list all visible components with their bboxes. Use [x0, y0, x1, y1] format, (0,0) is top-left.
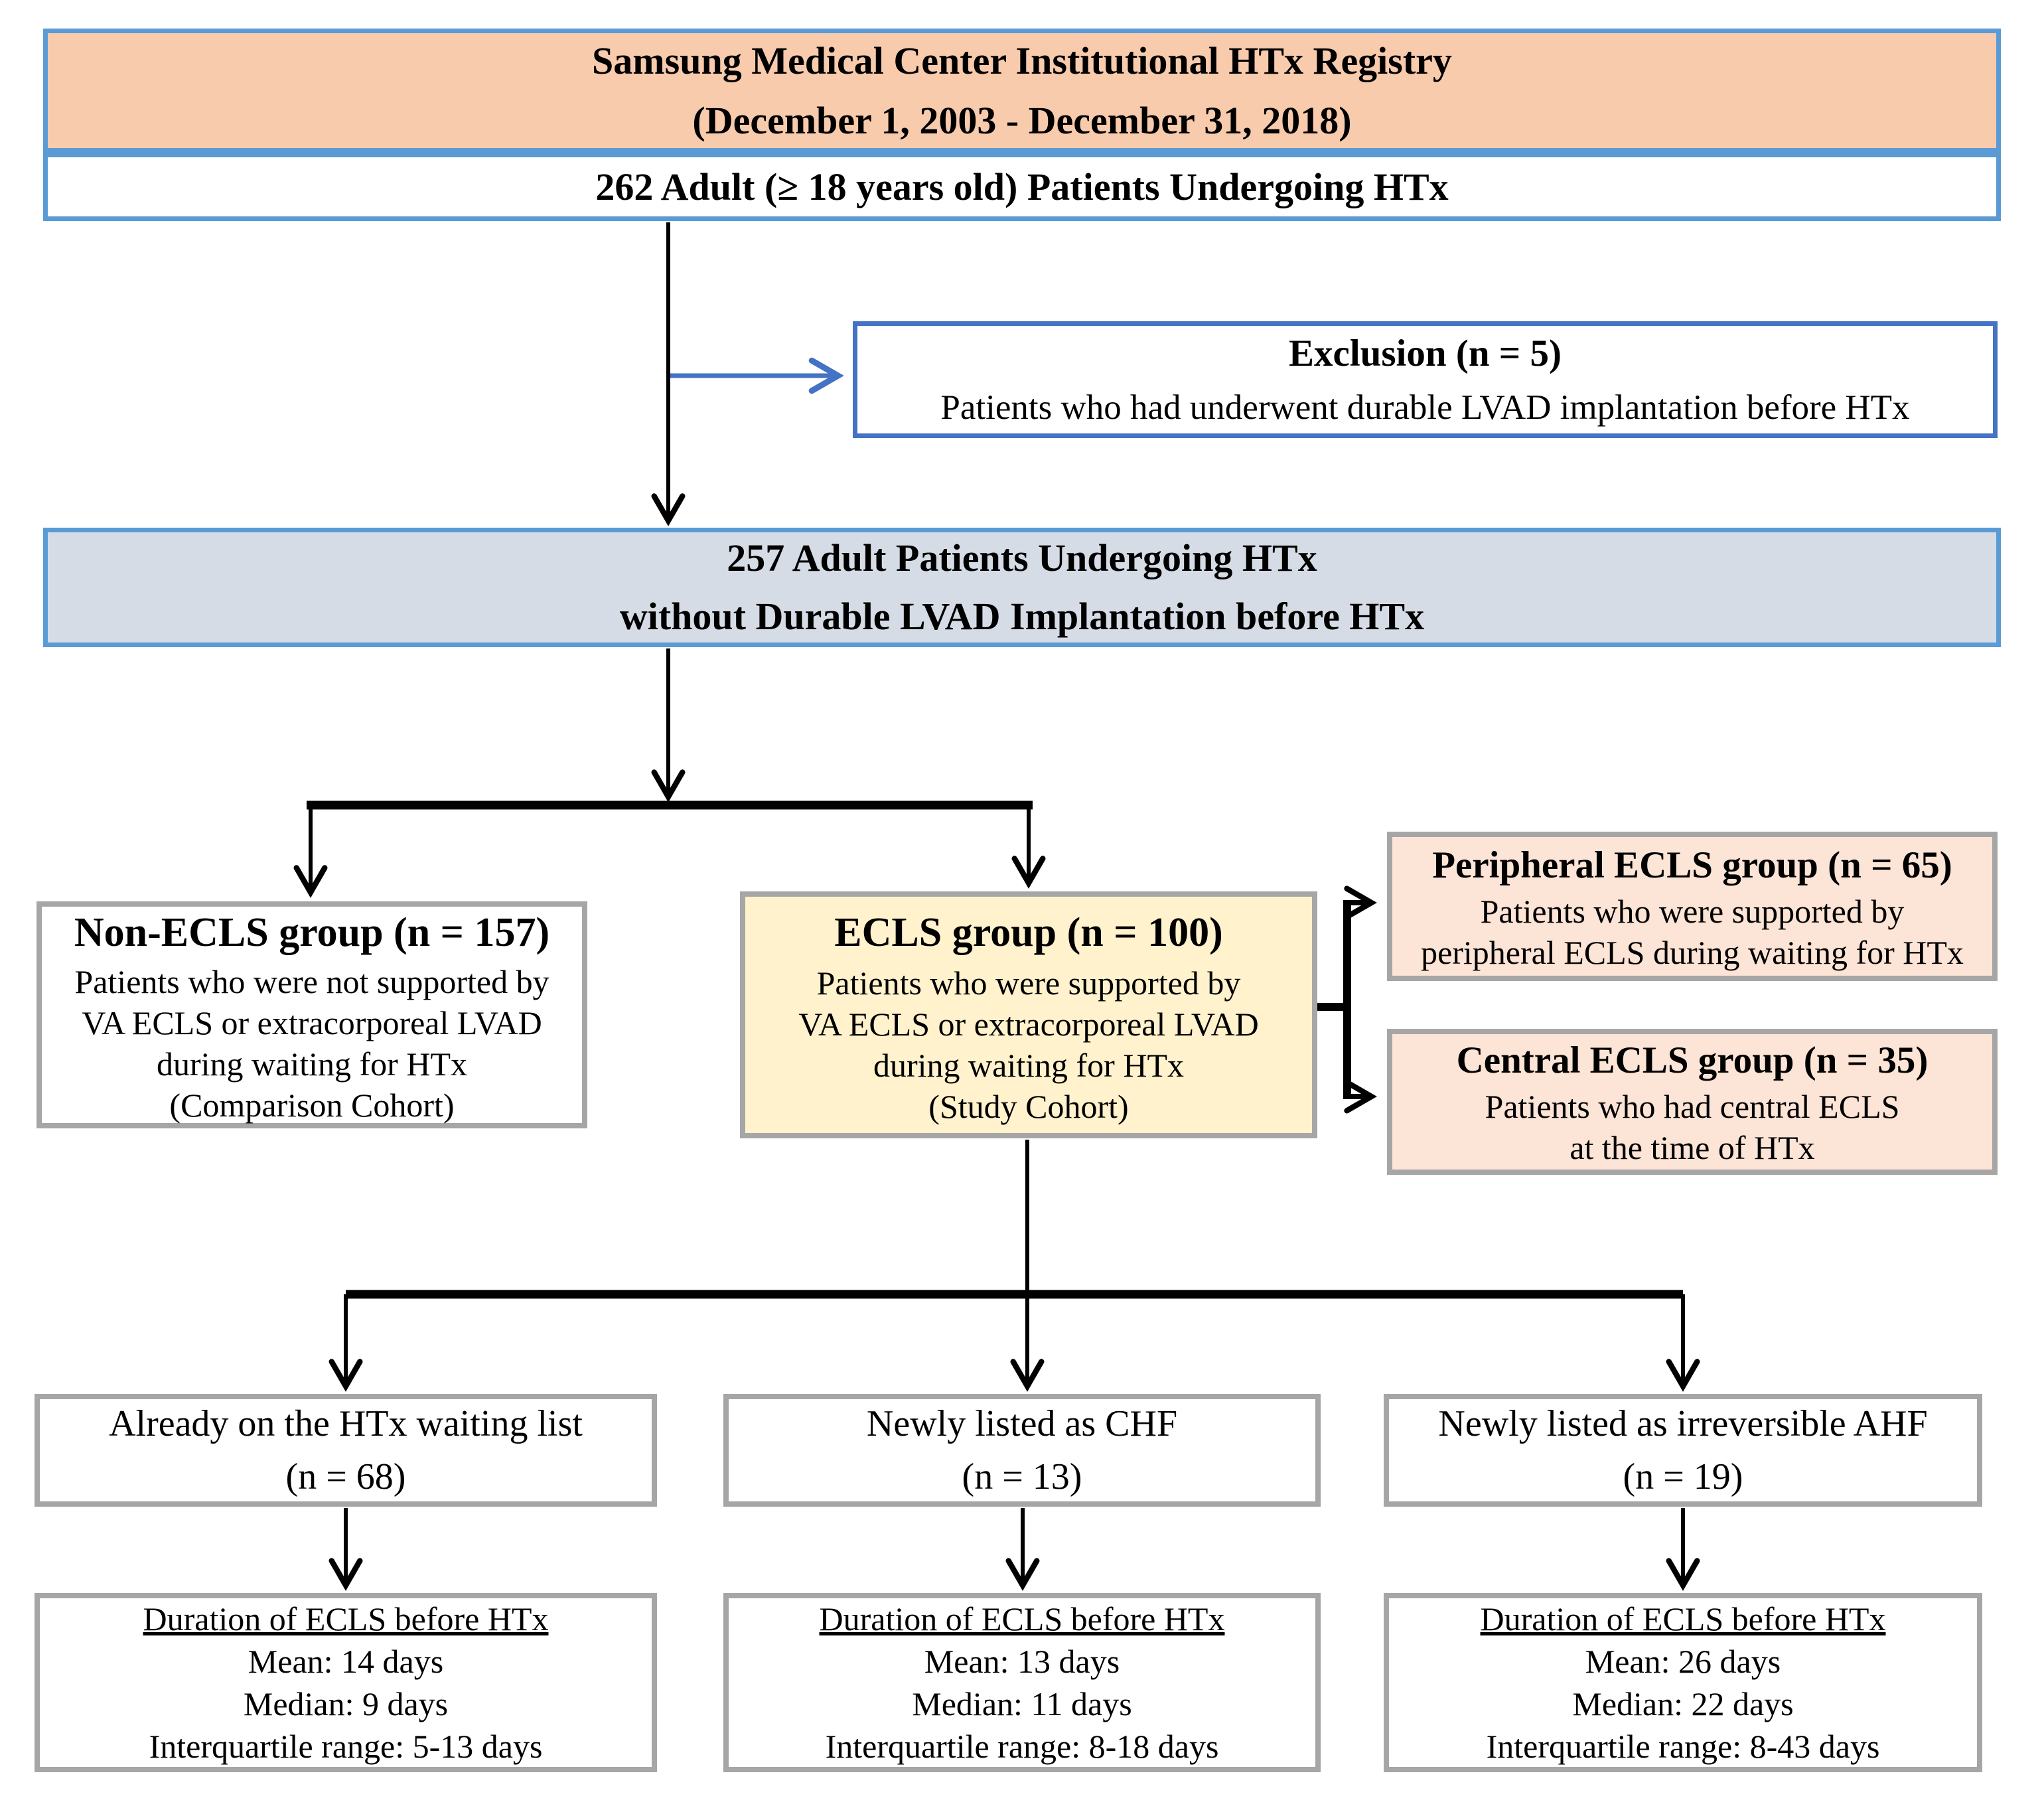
ecls-line1: Patients who were supported by	[816, 964, 1241, 1002]
exclusion-title: Exclusion (n = 5)	[1289, 333, 1562, 374]
duration-ahf-mean: Mean: 26 days	[1585, 1643, 1781, 1680]
ahf-line1: Newly listed as irreversible AHF	[1438, 1403, 1928, 1444]
no-lvad-line2: without Durable LVAD Implantation before…	[619, 595, 1425, 638]
duration-ahf-box: Duration of ECLS before HTx Mean: 26 day…	[1384, 1593, 1982, 1772]
duration-chf-mean: Mean: 13 days	[924, 1643, 1120, 1680]
duration-ahf-iqr: Interquartile range: 8-43 days	[1486, 1728, 1880, 1765]
duration-ahf-median: Median: 22 days	[1572, 1685, 1794, 1722]
ecls-line2: VA ECLS or extracorporeal LVAD	[798, 1006, 1259, 1043]
central-ecls-box: Central ECLS group (n = 35) Patients who…	[1387, 1029, 1998, 1175]
central-line1: Patients who had central ECLS	[1485, 1088, 1900, 1125]
ecls-line3: during waiting for HTx	[873, 1047, 1184, 1084]
non-ecls-line3: during waiting for HTx	[157, 1045, 467, 1083]
ahf-box: Newly listed as irreversible AHF (n = 19…	[1384, 1394, 1982, 1507]
registry-title: Samsung Medical Center Institutional HTx…	[592, 38, 1452, 82]
adults-text: 262 Adult (≥ 18 years old) Patients Unde…	[595, 165, 1449, 208]
duration-waitlist-median: Median: 9 days	[243, 1685, 449, 1722]
adults-box: 262 Adult (≥ 18 years old) Patients Unde…	[43, 153, 2001, 221]
chf-count: (n = 13)	[962, 1456, 1082, 1497]
registry-box: Samsung Medical Center Institutional HTx…	[43, 29, 2001, 153]
duration-waitlist-title: Duration of ECLS before HTx	[143, 1600, 549, 1637]
peripheral-line2: peripheral ECLS during waiting for HTx	[1421, 933, 1964, 971]
duration-chf-title: Duration of ECLS before HTx	[819, 1600, 1225, 1637]
duration-waitlist-box: Duration of ECLS before HTx Mean: 14 day…	[35, 1593, 657, 1772]
waitlist-count: (n = 68)	[285, 1456, 406, 1497]
duration-chf-median: Median: 11 days	[912, 1685, 1132, 1722]
duration-waitlist-mean: Mean: 14 days	[248, 1643, 444, 1680]
no-lvad-line1: 257 Adult Patients Undergoing HTx	[727, 536, 1317, 579]
non-ecls-line1: Patients who were not supported by	[74, 963, 549, 1000]
no-lvad-box: 257 Adult Patients Undergoing HTx withou…	[43, 528, 2001, 647]
ecls-box: ECLS group (n = 100) Patients who were s…	[740, 891, 1317, 1138]
non-ecls-box: Non-ECLS group (n = 157) Patients who we…	[36, 901, 587, 1128]
exclusion-body: Patients who had underwent durable LVAD …	[940, 388, 1910, 427]
non-ecls-line2: VA ECLS or extracorporeal LVAD	[82, 1004, 542, 1041]
duration-ahf-title: Duration of ECLS before HTx	[1480, 1600, 1886, 1637]
ahf-count: (n = 19)	[1623, 1456, 1743, 1497]
waitlist-box: Already on the HTx waiting list (n = 68)	[35, 1394, 657, 1507]
registry-dates: (December 1, 2003 - December 31, 2018)	[692, 98, 1352, 142]
peripheral-ecls-box: Peripheral ECLS group (n = 65) Patients …	[1387, 832, 1998, 981]
chf-box: Newly listed as CHF (n = 13)	[723, 1394, 1321, 1507]
duration-chf-box: Duration of ECLS before HTx Mean: 13 day…	[723, 1593, 1321, 1772]
ecls-title: ECLS group (n = 100)	[834, 910, 1223, 955]
duration-chf-iqr: Interquartile range: 8-18 days	[825, 1728, 1219, 1765]
non-ecls-line4: (Comparison Cohort)	[169, 1087, 455, 1124]
non-ecls-title: Non-ECLS group (n = 157)	[74, 910, 550, 955]
chf-line1: Newly listed as CHF	[866, 1403, 1178, 1444]
ecls-line4: (Study Cohort)	[928, 1088, 1129, 1125]
duration-waitlist-iqr: Interquartile range: 5-13 days	[149, 1728, 543, 1765]
central-line2: at the time of HTx	[1570, 1129, 1815, 1166]
exclusion-box: Exclusion (n = 5) Patients who had under…	[853, 321, 1998, 438]
peripheral-title: Peripheral ECLS group (n = 65)	[1432, 844, 1952, 886]
central-title: Central ECLS group (n = 35)	[1456, 1039, 1929, 1081]
waitlist-line1: Already on the HTx waiting list	[109, 1403, 583, 1444]
peripheral-line1: Patients who were supported by	[1480, 892, 1905, 930]
